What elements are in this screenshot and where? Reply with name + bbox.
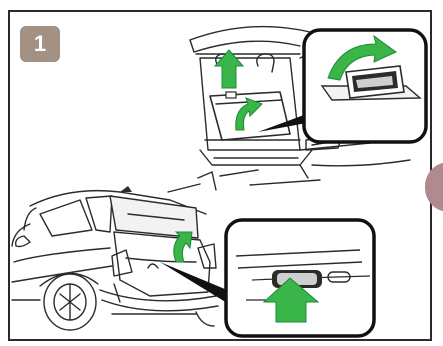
lift-arrows [215,50,262,130]
switch-callout [226,220,374,336]
handle-callout [304,30,426,142]
deck-board-handle [226,92,236,98]
car-rear-drawing [12,191,218,330]
up-arrow-icon [215,50,243,88]
roof-antenna [120,186,132,192]
